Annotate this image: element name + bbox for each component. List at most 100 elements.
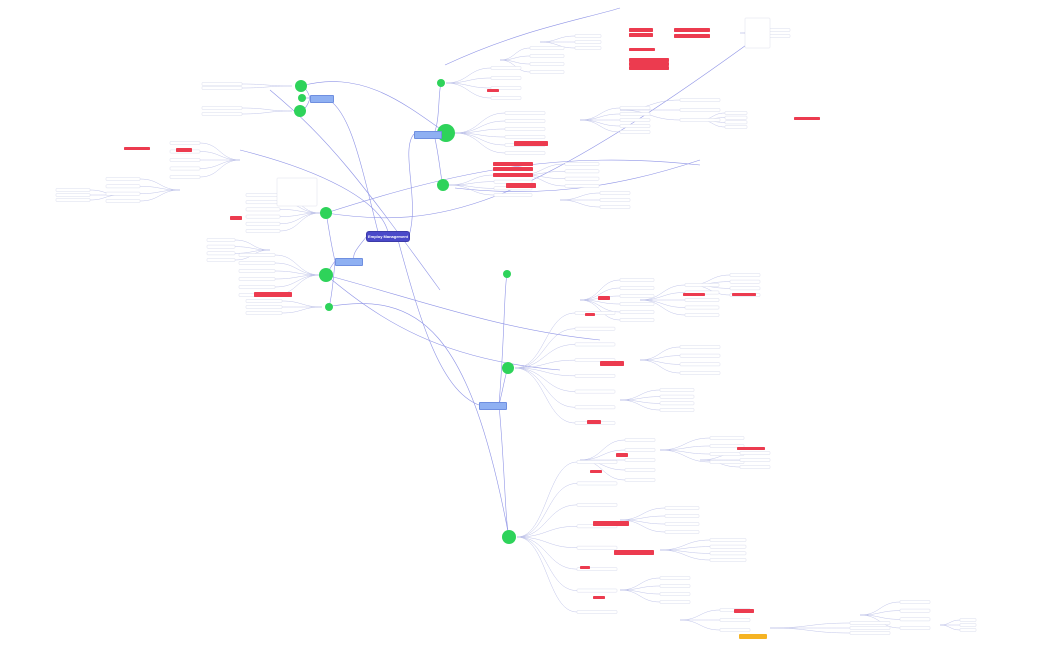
leaf-node-125[interactable] bbox=[709, 460, 745, 464]
leaf-node-38[interactable] bbox=[564, 176, 600, 181]
leaf-node-118[interactable] bbox=[624, 448, 656, 452]
leaf-node-116[interactable] bbox=[576, 610, 618, 614]
leaf-node-48[interactable] bbox=[245, 229, 281, 233]
leaf-node-146[interactable] bbox=[849, 631, 891, 635]
highlight-tag-red-7[interactable] bbox=[629, 62, 669, 66]
leaf-node-17[interactable] bbox=[529, 62, 565, 66]
branch-label-top-right[interactable] bbox=[414, 131, 442, 139]
highlight-tag-red-28[interactable] bbox=[737, 447, 765, 450]
branch-label-top-left[interactable] bbox=[310, 95, 334, 103]
leaf-node-39[interactable] bbox=[564, 184, 600, 188]
hub-node-12[interactable] bbox=[502, 530, 516, 544]
highlight-tag-red-4[interactable] bbox=[674, 34, 710, 38]
hub-node-11[interactable] bbox=[502, 362, 514, 374]
leaf-node-153[interactable] bbox=[959, 628, 977, 632]
leaf-node-47[interactable] bbox=[245, 221, 281, 226]
hub-node-3[interactable] bbox=[437, 179, 449, 191]
leaf-node-63[interactable] bbox=[238, 269, 276, 273]
leaf-node-77[interactable] bbox=[201, 112, 243, 116]
leaf-node-149[interactable] bbox=[899, 617, 931, 622]
leaf-node-28[interactable] bbox=[679, 108, 721, 112]
leaf-node-12[interactable] bbox=[493, 179, 533, 184]
highlight-tag-red-22[interactable] bbox=[683, 293, 705, 296]
leaf-node-122[interactable] bbox=[709, 436, 745, 440]
leaf-node-111[interactable] bbox=[576, 503, 618, 507]
leaf-node-37[interactable] bbox=[564, 169, 600, 174]
leaf-node-144[interactable] bbox=[849, 621, 891, 625]
leaf-node-69[interactable] bbox=[206, 251, 236, 256]
leaf-node-19[interactable] bbox=[574, 34, 602, 38]
highlight-tag-red-16[interactable] bbox=[124, 147, 150, 150]
leaf-node-62[interactable] bbox=[238, 261, 276, 265]
highlight-tag-red-11[interactable] bbox=[493, 162, 533, 166]
leaf-node-57[interactable] bbox=[105, 199, 141, 203]
leaf-node-120[interactable] bbox=[624, 468, 656, 472]
leaf-node-142[interactable] bbox=[719, 618, 751, 622]
leaf-node-131[interactable] bbox=[664, 522, 700, 526]
highlight-tag-red-12[interactable] bbox=[493, 167, 533, 171]
leaf-node-72[interactable] bbox=[245, 305, 283, 309]
leaf-node-55[interactable] bbox=[105, 184, 141, 189]
leaf-node-70[interactable] bbox=[206, 258, 236, 262]
leaf-node-115[interactable] bbox=[576, 588, 618, 593]
leaf-node-117[interactable] bbox=[624, 438, 656, 442]
leaf-node-15[interactable] bbox=[529, 46, 565, 50]
leaf-node-98[interactable] bbox=[729, 279, 761, 284]
leaf-node-6[interactable] bbox=[504, 119, 546, 123]
leaf-node-88[interactable] bbox=[619, 294, 655, 298]
leaf-node-152[interactable] bbox=[959, 623, 977, 627]
leaf-node-126[interactable] bbox=[739, 451, 771, 455]
leaf-node-128[interactable] bbox=[739, 465, 771, 469]
highlight-tag-red-17[interactable] bbox=[176, 148, 192, 152]
leaf-node-113[interactable] bbox=[576, 545, 618, 550]
leaf-node-121[interactable] bbox=[624, 478, 656, 482]
leaf-node-123[interactable] bbox=[709, 444, 745, 448]
leaf-node-56[interactable] bbox=[105, 191, 141, 196]
highlight-tag-red-33[interactable] bbox=[734, 609, 754, 613]
leaf-node-24[interactable] bbox=[619, 118, 651, 122]
leaf-node-132[interactable] bbox=[664, 530, 700, 534]
leaf-node-64[interactable] bbox=[238, 277, 276, 281]
leaf-node-109[interactable] bbox=[576, 460, 618, 464]
leaf-node-76[interactable] bbox=[201, 106, 243, 110]
leaf-node-124[interactable] bbox=[709, 452, 745, 456]
leaf-node-51[interactable] bbox=[169, 158, 201, 162]
leaf-node-97[interactable] bbox=[729, 273, 761, 277]
leaf-node-75[interactable] bbox=[201, 86, 243, 90]
highlight-tag-red-32[interactable] bbox=[593, 596, 605, 599]
leaf-node-104[interactable] bbox=[679, 371, 721, 375]
leaf-node-135[interactable] bbox=[709, 551, 747, 556]
leaf-node-58[interactable] bbox=[55, 188, 91, 192]
leaf-node-61[interactable] bbox=[238, 253, 276, 257]
leaf-node-136[interactable] bbox=[709, 558, 747, 562]
leaf-node-119[interactable] bbox=[624, 458, 656, 462]
leaf-node-82[interactable] bbox=[574, 374, 616, 378]
leaf-node-129[interactable] bbox=[664, 506, 700, 510]
hub-node-6[interactable] bbox=[325, 303, 333, 311]
highlight-tag-red-31[interactable] bbox=[580, 566, 590, 569]
root-node[interactable]: Employ Management bbox=[367, 232, 409, 241]
hub-node-10[interactable] bbox=[503, 270, 511, 278]
leaf-node-36[interactable] bbox=[564, 162, 600, 166]
leaf-node-2[interactable] bbox=[490, 76, 522, 80]
highlight-tag-red-24[interactable] bbox=[600, 361, 624, 366]
leaf-node-7[interactable] bbox=[504, 127, 546, 131]
leaf-node-83[interactable] bbox=[574, 389, 616, 394]
highlight-tag-red-20[interactable] bbox=[598, 296, 610, 300]
leaf-node-94[interactable] bbox=[684, 298, 720, 302]
leaf-node-8[interactable] bbox=[504, 135, 546, 139]
leaf-node-25[interactable] bbox=[619, 124, 651, 128]
leaf-node-102[interactable] bbox=[679, 353, 721, 358]
leaf-node-40[interactable] bbox=[599, 191, 631, 195]
leaf-node-151[interactable] bbox=[959, 618, 977, 622]
hub-node-8[interactable] bbox=[298, 94, 306, 102]
highlight-tag-red-5[interactable] bbox=[629, 48, 655, 51]
leaf-node-91[interactable] bbox=[619, 318, 655, 322]
leaf-node-1[interactable] bbox=[490, 66, 522, 70]
highlight-tag-red-14[interactable] bbox=[506, 183, 536, 188]
leaf-node-5[interactable] bbox=[504, 111, 546, 115]
leaf-node-44[interactable] bbox=[245, 200, 281, 205]
branch-label-left-mid[interactable] bbox=[335, 258, 363, 266]
highlight-tag-red-25[interactable] bbox=[587, 420, 601, 424]
highlight-tag-red-29[interactable] bbox=[593, 521, 629, 526]
